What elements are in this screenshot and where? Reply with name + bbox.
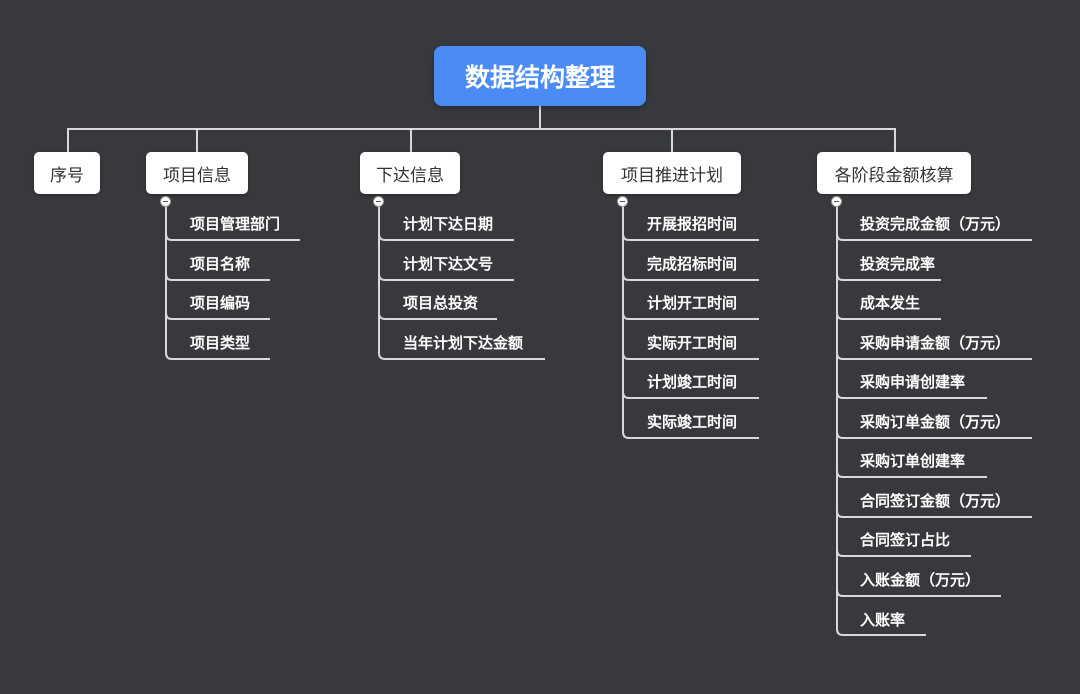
root-topic[interactable]: 数据结构整理 — [434, 46, 646, 106]
subtopic-corner-line — [836, 510, 844, 518]
root-topic-label: 数据结构整理 — [464, 63, 615, 92]
subtopic-item[interactable]: 项目总投资 — [403, 294, 479, 312]
collapse-toggle-icon[interactable] — [160, 196, 171, 207]
branch-topic-xuhao[interactable]: 序号 — [34, 152, 100, 194]
subtopic-corner-line — [836, 273, 844, 281]
subtopic-item[interactable]: 计划下达文号 — [403, 255, 494, 273]
branch-topic-label: 序号 — [50, 165, 84, 186]
subtopic-item[interactable]: 入账率 — [860, 611, 906, 629]
subtopic-corner-line — [836, 352, 844, 360]
subtopic-item[interactable]: 项目名称 — [190, 255, 251, 273]
subtopic-item[interactable]: 实际竣工时间 — [647, 413, 738, 431]
subtopic-corner-line — [165, 233, 173, 241]
subtopic-corner-line — [378, 352, 386, 360]
branch-topic-issue-info[interactable]: 下达信息 — [360, 152, 460, 194]
subtopic-item[interactable]: 采购订单创建率 — [860, 452, 966, 470]
subtopic-corner-line — [622, 431, 630, 439]
subtopic-corner-line — [378, 312, 386, 320]
subtopic-item[interactable]: 计划开工时间 — [647, 294, 738, 312]
subtopic-corner-line — [165, 273, 173, 281]
branch-topic-label: 下达信息 — [376, 165, 444, 186]
subtopic-corner-line — [836, 470, 844, 478]
subtopic-item[interactable]: 采购申请金额（万元） — [860, 334, 1011, 352]
subtopic-item[interactable]: 项目编码 — [190, 294, 251, 312]
subtopic-corner-line — [622, 391, 630, 399]
subtopic-item[interactable]: 入账金额（万元） — [860, 571, 981, 589]
subtopic-item[interactable]: 完成招标时间 — [647, 255, 738, 273]
collapse-toggle-icon[interactable] — [831, 196, 842, 207]
subtopic-corner-line — [165, 352, 173, 360]
branch-topic-project-info[interactable]: 项目信息 — [146, 152, 248, 194]
branch-topic-label: 项目推进计划 — [621, 165, 723, 186]
subtopic-item[interactable]: 项目管理部门 — [190, 215, 281, 233]
subtopic-item[interactable]: 投资完成金额（万元） — [860, 215, 1011, 233]
subtopic-item[interactable]: 成本发生 — [860, 294, 921, 312]
subtopic-corner-line — [836, 391, 844, 399]
subtopic-item[interactable]: 计划下达日期 — [403, 215, 494, 233]
collapse-toggle-icon[interactable] — [373, 196, 384, 207]
subtopic-corner-line — [165, 312, 173, 320]
subtopic-item[interactable]: 合同签订占比 — [860, 531, 951, 549]
subtopic-corner-line — [836, 431, 844, 439]
subtopic-item[interactable]: 采购申请创建率 — [860, 373, 966, 391]
branch-topic-label: 项目信息 — [163, 165, 231, 186]
subtopic-item[interactable]: 开展报招时间 — [647, 215, 738, 233]
subtopic-item[interactable]: 项目类型 — [190, 334, 251, 352]
subtopic-item[interactable]: 采购订单金额（万元） — [860, 413, 1011, 431]
branch-topic-amount-accounting[interactable]: 各阶段金额核算 — [817, 152, 971, 194]
subtopic-corner-line — [622, 233, 630, 241]
subtopic-corner-line — [622, 352, 630, 360]
collapse-toggle-icon[interactable] — [617, 196, 628, 207]
subtopic-corner-line — [836, 312, 844, 320]
subtopic-corner-line — [378, 233, 386, 241]
subtopic-item[interactable]: 合同签订金额（万元） — [860, 492, 1011, 510]
subtopic-item[interactable]: 当年计划下达金额 — [403, 334, 524, 352]
branch-topic-progress-plan[interactable]: 项目推进计划 — [603, 152, 741, 194]
subtopic-corner-line — [836, 233, 844, 241]
subtopic-corner-line — [378, 273, 386, 281]
subtopic-corner-line — [836, 589, 844, 597]
branch-topic-label: 各阶段金额核算 — [834, 165, 954, 186]
subtopic-item[interactable]: 实际开工时间 — [647, 334, 738, 352]
subtopic-corner-line — [622, 312, 630, 320]
subtopic-corner-line — [836, 549, 844, 557]
subtopic-corner-line — [836, 628, 844, 636]
subtopic-item[interactable]: 计划竣工时间 — [647, 373, 738, 391]
subtopic-item[interactable]: 投资完成率 — [860, 255, 936, 273]
subtopic-corner-line — [622, 273, 630, 281]
